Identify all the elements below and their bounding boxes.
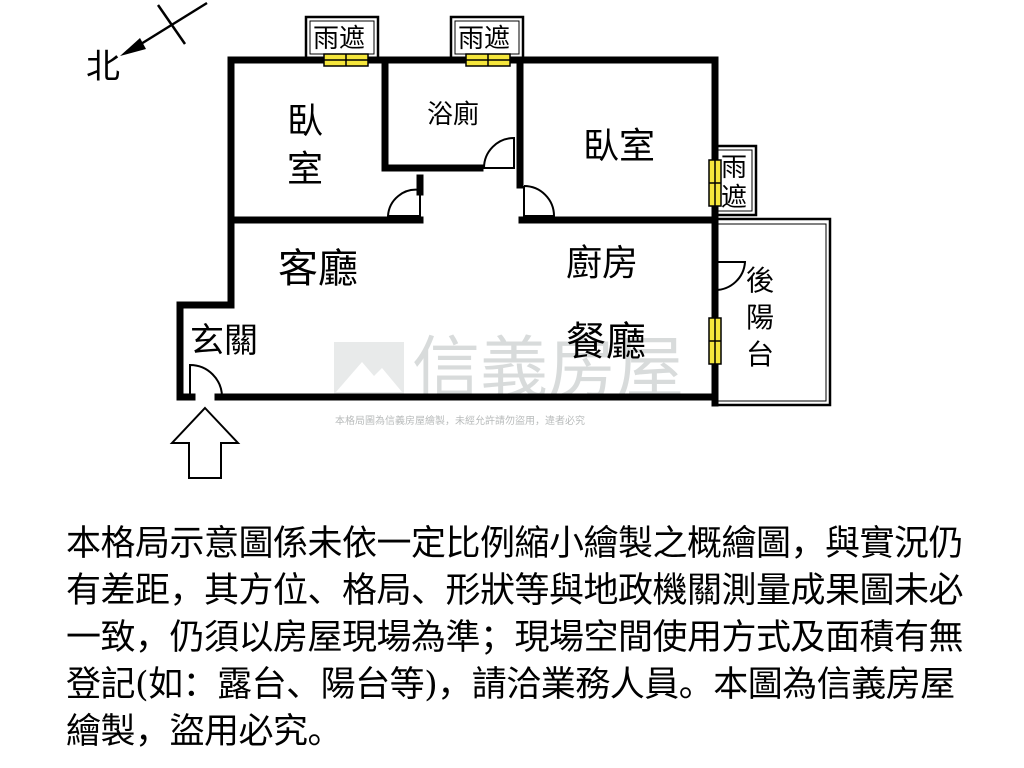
awning-left: 雨遮 (304, 15, 380, 60)
door-bathroom (482, 136, 515, 169)
kitchen-label: 廚房 (566, 243, 638, 284)
watermark-notice: 本格局圖為信義房屋繪製，未經允許請勿盜用，違者必究 (335, 414, 585, 427)
bedroom-left-label-2: 室 (287, 149, 323, 190)
entrance-label: 玄關 (190, 321, 258, 361)
floor-plan: 北 信義房屋 本格局圖為信義房屋繪製，未經允許請勿盜用，違者必究 雨遮 雨遮 雨… (86, 1, 832, 479)
bathroom-label: 浴廁 (427, 100, 479, 130)
awning-left-label: 雨遮 (313, 24, 365, 54)
awning-middle: 雨遮 (449, 15, 525, 60)
windows (323, 53, 722, 365)
back-balcony-outline (714, 217, 832, 407)
compass: 北 (86, 1, 208, 87)
back-balcony-label-1: 後 (746, 264, 774, 297)
dining-room-label: 餐廳 (566, 319, 646, 365)
awning-middle-label: 雨遮 (458, 24, 510, 54)
doors (189, 136, 747, 398)
disclaimer-text: 本格局示意圖係未依一定比例縮小繪製之概繪圖，與實況仍有差距，其方位、格局、形狀等… (66, 524, 964, 752)
awning-side-label-1: 雨 (721, 153, 747, 183)
back-balcony-label-2: 陽 (746, 301, 774, 334)
north-arrow-icon (120, 38, 146, 56)
window-top-left (323, 53, 369, 67)
door-balcony (714, 261, 747, 292)
bedroom-right-label: 臥室 (583, 126, 655, 167)
window-right-lower (708, 317, 722, 365)
entrance-arrow-icon (169, 406, 241, 479)
window-top-middle (465, 53, 511, 67)
door-bedroom-left (386, 188, 421, 217)
awning-side-label-2: 遮 (721, 183, 747, 213)
window-right-upper (708, 159, 722, 207)
bedroom-left-label-1: 臥 (287, 101, 323, 142)
room-labels: 臥 室 浴廁 臥室 客廳 廚房 餐廳 玄關 後 陽 台 (190, 100, 774, 371)
back-balcony-label-3: 台 (746, 338, 774, 371)
north-label: 北 (86, 47, 120, 87)
door-entrance (189, 363, 223, 398)
living-room-label: 客廳 (278, 246, 358, 292)
door-bedroom-right (523, 185, 556, 217)
